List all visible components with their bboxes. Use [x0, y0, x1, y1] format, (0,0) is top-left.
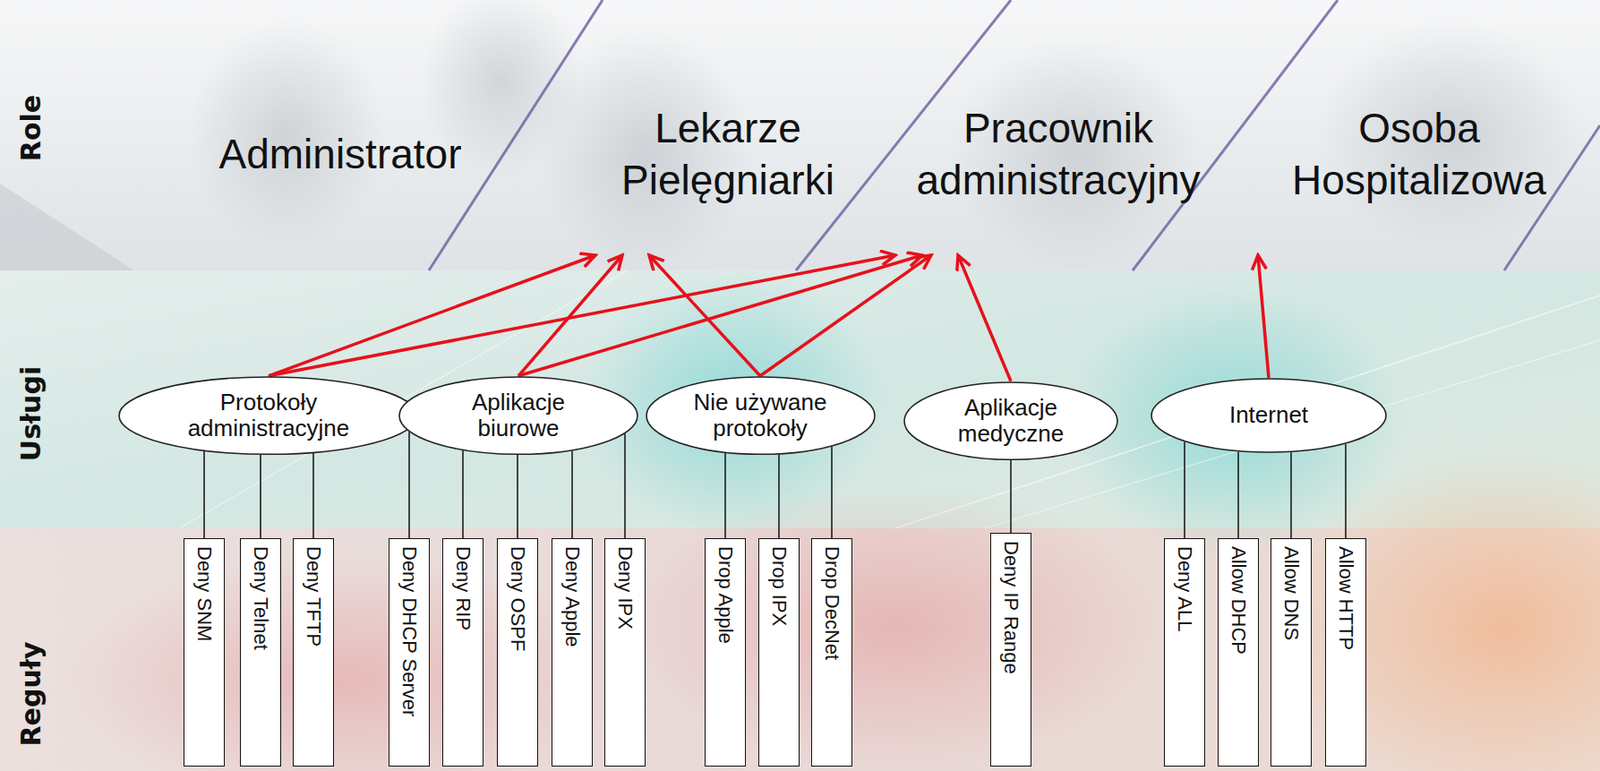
rule-box: Deny ALL: [1163, 538, 1206, 767]
rule-link: [516, 454, 519, 539]
photo-shade: [0, 183, 135, 271]
rule-text: Deny Telnet: [249, 546, 272, 651]
rule-box: Allow DHCP: [1217, 538, 1259, 767]
arrow-connector: [958, 255, 1011, 382]
service-ellipse: Nie używane protokoły: [645, 376, 876, 455]
rule-box: Deny TFTP: [292, 538, 334, 767]
service-name: Nie używane protokoły: [684, 389, 837, 442]
arrow-connector: [268, 255, 596, 377]
rule-box: Allow DNS: [1270, 538, 1312, 767]
service-ellipse: Protokoły administracyjne: [118, 376, 419, 455]
role-name: Osoba Hospitalizowa: [1266, 102, 1572, 206]
rule-text: Deny Apple: [561, 546, 583, 648]
arrow-connector: [518, 255, 623, 377]
warm-glow: [53, 555, 627, 771]
roles-band: [0, 0, 1600, 271]
rule-link: [203, 451, 206, 539]
service-ellipse: Aplikacje biurowe: [398, 376, 639, 455]
rule-link: [408, 431, 411, 539]
role-band: Pracownik administracyjny: [877, 98, 1240, 256]
rule-link: [724, 453, 727, 539]
rule-box: Deny Telnet: [239, 538, 282, 767]
rule-text: Allow HTTP: [1334, 546, 1357, 651]
role-name: Administrator: [219, 128, 463, 180]
rule-text: Deny IPX: [614, 546, 636, 630]
rule-text: Deny SNM: [193, 546, 215, 642]
rule-text: Drop Apple: [714, 546, 736, 644]
rule-text: Allow DNS: [1280, 546, 1302, 641]
rule-link: [1344, 444, 1347, 539]
rule-box: Deny OSPF: [496, 538, 539, 767]
panel-divider: [1132, 0, 1338, 271]
rule-link: [1237, 452, 1240, 539]
service-name: Protokoły administracyjne: [165, 389, 372, 442]
role-band: Osoba Hospitalizowa: [1244, 98, 1594, 256]
arrow-connector: [518, 255, 923, 377]
rule-link: [1183, 442, 1186, 540]
rule-link: [1009, 460, 1012, 533]
rule-text: Drop DecNet: [821, 546, 843, 660]
service-ellipse: Aplikacje medyczne: [903, 381, 1119, 461]
arrow-connector: [760, 255, 932, 377]
rule-link: [778, 454, 780, 540]
rule-text: Deny TFTP: [302, 546, 325, 647]
ellipse-shape: [1151, 378, 1387, 453]
rule-box: Drop Apple: [704, 538, 746, 767]
layer-label: Usługi: [15, 366, 47, 462]
service-name: Aplikacje biurowe: [451, 389, 586, 442]
service-name: Internet: [1229, 402, 1309, 428]
rule-link: [312, 453, 315, 539]
rule-link: [1290, 452, 1292, 539]
warm-glow: [1271, 447, 1600, 771]
arrow-connector: [649, 255, 761, 377]
photo-figure: [537, 26, 753, 278]
rule-box: Deny Apple: [551, 538, 593, 767]
ellipse-shape: [119, 376, 418, 454]
ellipse-shape: [646, 376, 875, 454]
ellipse-shape: [904, 382, 1118, 460]
rule-text: Allow DHCP: [1227, 546, 1250, 655]
role-band: Lekarze Pielęgniarki: [581, 98, 874, 256]
rule-link: [571, 451, 574, 540]
rule-text: Deny DHCP Server: [398, 546, 420, 717]
service-name: Aplikacje medyczne: [948, 394, 1074, 447]
rule-text: Drop IPX: [768, 546, 790, 626]
warm-glow: [626, 483, 1164, 771]
rule-link: [830, 446, 833, 540]
rule-box: Deny IPX: [604, 538, 646, 767]
arrow-connector: [1257, 255, 1269, 378]
rule-box: Deny RIP: [442, 538, 484, 767]
role-name: Lekarze Pielęgniarki: [602, 102, 854, 206]
ellipse-shape: [399, 376, 638, 454]
rule-box: Deny SNM: [183, 538, 225, 767]
rule-link: [462, 450, 464, 539]
service-ellipse: Internet: [1150, 377, 1387, 454]
layer-label: Role: [15, 94, 47, 162]
rule-link: [624, 433, 626, 539]
rule-box: Drop IPX: [758, 538, 800, 767]
layer-label: Reguły: [15, 641, 47, 747]
role-name: Pracownik administracyjny: [897, 102, 1220, 206]
rule-box: Allow HTTP: [1325, 538, 1367, 767]
rule-text: Deny ALL: [1173, 546, 1196, 632]
rule-text: Deny IP Range: [1000, 540, 1022, 675]
role-band: Administrator: [196, 98, 484, 256]
rule-box: Deny DHCP Server: [388, 538, 430, 767]
rule-text: Deny OSPF: [506, 546, 529, 651]
rule-link: [259, 454, 262, 539]
rule-text: Deny RIP: [452, 546, 474, 631]
photo-figure: [949, 35, 1200, 269]
rule-box: Drop DecNet: [811, 538, 853, 767]
rule-box: Deny IP Range: [990, 532, 1032, 767]
